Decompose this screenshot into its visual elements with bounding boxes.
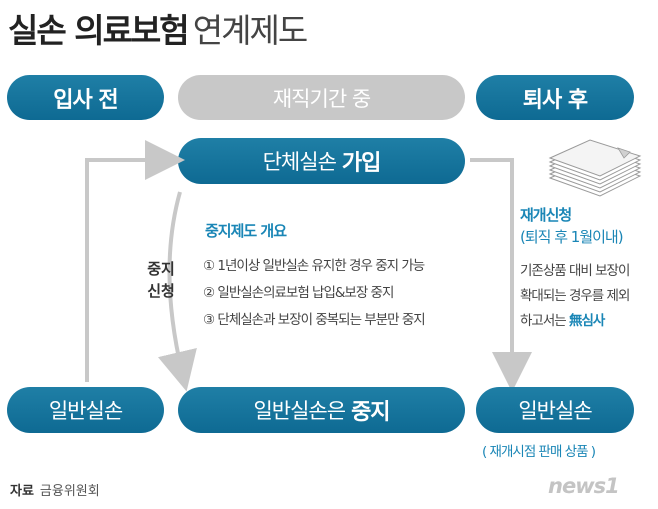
stage-before-label: 입사 전: [53, 87, 118, 113]
suspend-request-line-2: 신청: [147, 282, 175, 300]
join-label-bold: 가입: [341, 151, 381, 176]
general-left-label: 일반실손: [48, 399, 123, 423]
document-stack-icon: [548, 139, 642, 197]
group-insurance-join: 단체실손 가입: [178, 138, 465, 184]
title-bold: 실손 의료보험: [8, 11, 190, 50]
suspend-request-line-1: 중지: [147, 260, 175, 278]
overview-item-2: ② 일반실손의료보험 납입&보장 중지: [203, 285, 394, 301]
title-light: 연계제도: [192, 11, 308, 50]
reapply-line-3-text: 하고서는: [520, 313, 569, 329]
general-insurance-suspended: 일반실손은 중지: [178, 387, 465, 433]
general-right-label: 일반실손: [518, 399, 592, 423]
reapply-line-1: 기존상품 대비 보장이: [520, 263, 630, 279]
news1-logo: news1: [548, 474, 620, 498]
reapply-highlight: 無심사: [568, 313, 605, 329]
overview-item-3: ③ 단체실손과 보장이 중복되는 부분만 중지: [203, 312, 426, 328]
stage-after-label: 퇴사 후: [522, 87, 588, 113]
suspended-label-bold: 중지: [351, 400, 390, 425]
page-title: 실손 의료보험 연계제도: [8, 4, 308, 54]
general-insurance-left: 일반실손: [7, 387, 164, 433]
suspend-request-label: 중지 신청: [140, 258, 182, 302]
source: 자료 금융위원회: [10, 480, 100, 499]
arrow-left-loop: [85, 140, 185, 382]
overview-item-1: ① 1년이상 일반실손 유지한 경우 중지 가능: [203, 258, 425, 274]
overview-title: 중지제도 개요: [205, 222, 287, 240]
reapply-subtitle: (퇴직 후 1월이내): [520, 228, 624, 246]
stage-before: 입사 전: [7, 75, 164, 120]
source-value: 금융위원회: [39, 484, 100, 499]
reapply-title: 재개신청: [520, 206, 572, 224]
stage-during: 재직기간 중: [178, 75, 465, 120]
reapply-line-3: 하고서는 無심사: [520, 309, 605, 329]
suspended-label-pre: 일반실손은: [253, 399, 346, 423]
resume-note: ( 재개시점 판매 상품 ): [482, 444, 596, 460]
general-insurance-right: 일반실손: [476, 387, 634, 433]
join-label-pre: 단체실손: [262, 150, 337, 174]
source-label: 자료: [10, 484, 34, 499]
stage-after: 퇴사 후: [476, 75, 634, 120]
reapply-line-2: 확대되는 경우를 제외: [520, 288, 630, 304]
arrow-reapply: [470, 158, 532, 392]
stage-during-label: 재직기간 중: [272, 86, 371, 111]
arrow-suspend: [157, 191, 197, 392]
